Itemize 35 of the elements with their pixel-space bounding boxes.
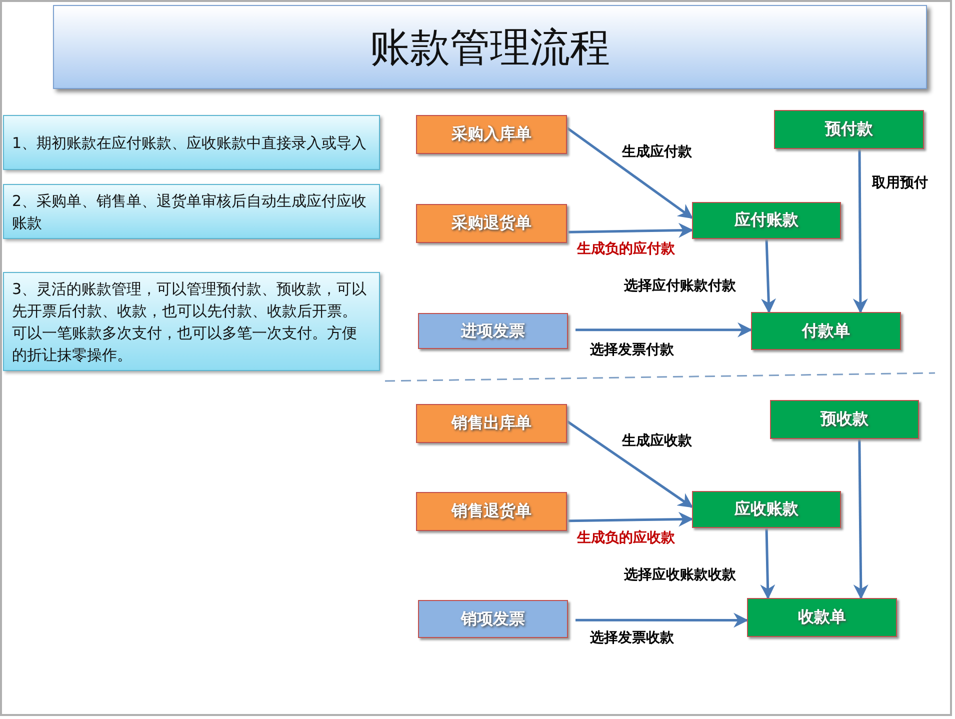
edge-label: 生成负的应收款: [575, 529, 677, 547]
account-box: 收款单: [747, 598, 897, 637]
account-box: 预收款: [770, 400, 919, 439]
edge-label: 生成应付款: [620, 143, 694, 161]
arrow: [566, 420, 694, 508]
arrow: [853, 438, 868, 600]
document-box: 采购入库单: [416, 115, 567, 154]
title-banner: 账款管理流程: [53, 5, 927, 89]
arrow: [566, 126, 694, 219]
account-box: 预付款: [774, 110, 924, 149]
account-box: 付款单: [751, 312, 901, 350]
edge-label: 取用预付: [870, 174, 930, 192]
edge-label: 选择发票收款: [588, 629, 676, 647]
arrow: [568, 222, 694, 238]
note-box: 1、期初账款在应付账款、应收账款中直接录入或导入: [3, 115, 380, 170]
invoice-box: 销项发票: [418, 600, 568, 638]
account-box: 应付账款: [692, 202, 841, 239]
document-box: 销售出库单: [416, 404, 567, 443]
edge-label: 生成负的应付款: [575, 240, 677, 258]
arrow: [760, 528, 776, 600]
arrow: [576, 612, 748, 628]
note-box: 3、灵活的账款管理，可以管理预付款、预收款，可以先开票后付款、收款，也可以先付款、收款后开票。可以一笔账款多次支付，也可以多笔一次支付。方便的折让抹零操作。: [3, 272, 380, 371]
arrow: [852, 149, 868, 314]
account-box: 应收账款: [692, 491, 841, 528]
document-box: 采购退货单: [416, 204, 567, 243]
document-box: 销售退货单: [416, 492, 567, 531]
note-box: 2、采购单、销售单、退货单审核后自动生成应付应收账款: [3, 184, 380, 239]
edge-label: 生成应收款: [620, 432, 694, 450]
arrow: [761, 238, 776, 314]
edge-label: 选择应付账款付款: [622, 277, 738, 295]
arrow: [576, 322, 752, 338]
edge-label: 选择发票付款: [588, 341, 676, 359]
arrow: [568, 512, 694, 527]
edge-label: 选择应收账款收款: [622, 566, 738, 584]
invoice-box: 进项发票: [418, 313, 568, 349]
